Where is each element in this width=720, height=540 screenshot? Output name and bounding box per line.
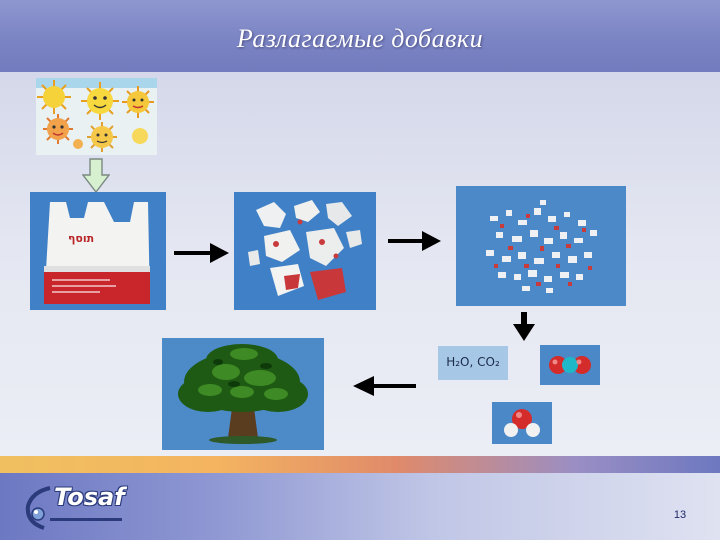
water-molecule-icon: [492, 402, 552, 444]
down-arrow-icon: [81, 158, 111, 194]
right-arrow-icon: [174, 241, 230, 265]
left-arrow-icon: [352, 374, 416, 398]
tree-image: [162, 338, 324, 450]
torn-bag-image: [234, 192, 376, 310]
footer-bar: [0, 473, 720, 540]
footer-stripe: [0, 456, 720, 473]
fragments-image: [456, 186, 626, 306]
sun-icon: [36, 78, 157, 155]
suns-image: [36, 78, 157, 155]
formula-box: H₂O, CO₂: [438, 346, 508, 380]
plastic-bag-image: תוסף: [30, 192, 166, 310]
logo-text: Tosaf: [54, 483, 125, 511]
formula-label: H₂O, CO₂: [446, 355, 500, 369]
co2-molecule-icon: [540, 345, 600, 385]
bag-print-text: תוסף: [68, 232, 95, 245]
right-arrow-icon: [388, 229, 442, 253]
page-number: 13: [673, 509, 687, 521]
tree-icon: [162, 338, 324, 450]
slide-title: Разлагаемые добавки: [236, 24, 484, 53]
header-bar: [0, 0, 720, 72]
tosaf-logo: Tosaf: [20, 478, 132, 532]
down-arrow-icon: [512, 312, 536, 342]
